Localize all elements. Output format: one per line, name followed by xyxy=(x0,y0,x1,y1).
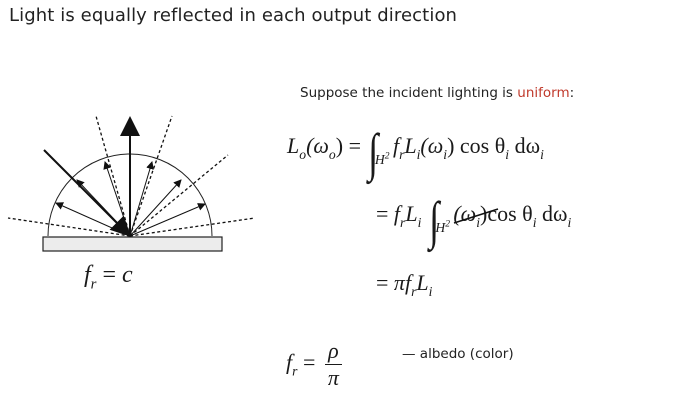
dotted-ray xyxy=(95,115,131,237)
reflected-arrow xyxy=(129,161,154,237)
struck-term: (ωi) xyxy=(453,201,499,231)
reflected-arrow xyxy=(129,179,182,237)
slide-title: Light is equally reflected in each outpu… xyxy=(9,5,458,26)
surface-rect xyxy=(42,236,223,252)
integral-sign: ∫ xyxy=(368,124,379,182)
incident-arrow xyxy=(43,149,131,237)
dotted-ray xyxy=(7,217,131,237)
albedo-note: — albedo (color) xyxy=(402,346,514,362)
diagram-caption: fr = c xyxy=(84,262,133,293)
dotted-ray xyxy=(129,217,256,237)
diffuse-reflection-diagram xyxy=(7,115,256,252)
integral-sign: ∫ xyxy=(429,192,440,250)
reflected-arrow xyxy=(129,203,206,237)
equation-line-3: = πfrLi xyxy=(376,270,433,300)
dotted-ray xyxy=(129,154,229,237)
dotted-ray xyxy=(129,115,173,237)
uniform-highlight: uniform xyxy=(517,85,570,101)
intro-text: Suppose the incident lighting is uniform… xyxy=(300,85,575,101)
equation-line-2: = frLi ∫H2(ωi)cos θi dωi xyxy=(376,192,572,250)
reflected-arrow xyxy=(55,202,131,237)
